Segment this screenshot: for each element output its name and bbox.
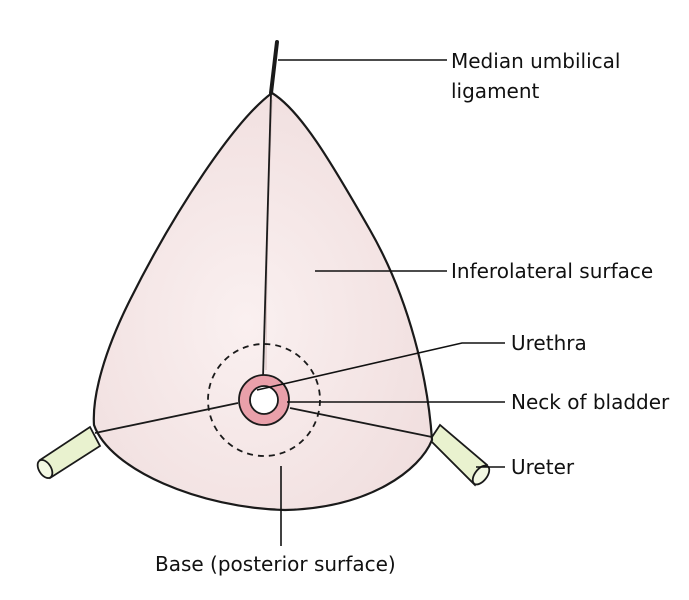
left-ureter [36,425,102,480]
label-base: Base (posterior surface) [155,552,396,576]
label-urethra: Urethra [511,331,587,355]
right-ureter [428,423,491,487]
median-line [262,92,272,379]
urethra-opening [249,385,279,415]
label-median-umbilical-2: ligament [451,79,540,103]
median-umbilical-ligament [269,40,279,95]
left-base-boundary [94,402,239,434]
label-inferolateral-surface: Inferolateral surface [451,259,653,283]
label-neck-of-bladder: Neck of bladder [511,390,670,414]
label-ureter: Ureter [511,455,575,479]
label-median-umbilical-1: Median umbilical [451,49,620,73]
right-base-boundary [289,407,433,438]
neck-dashed-circle [207,343,321,457]
bladder-body [92,91,434,512]
leader-urethra [256,342,505,391]
